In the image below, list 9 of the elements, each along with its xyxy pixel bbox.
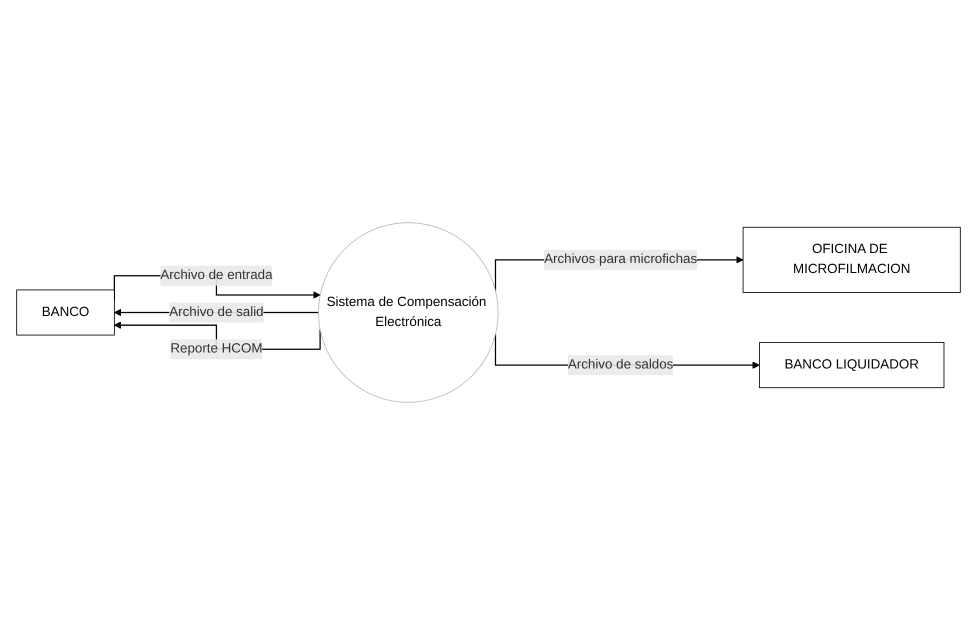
node-box: OFICINA DE MICROFILMACION: [742, 226, 961, 293]
node-box: BANCO: [16, 290, 115, 336]
node-box: BANCO LIQUIDADOR: [758, 342, 944, 388]
edge-label: Archivo de saldos: [568, 358, 674, 372]
edge-label: Reporte HCOM: [170, 342, 262, 356]
edge-label: Archivo de entrada: [160, 268, 273, 282]
node-circle: Sistema de Compensación Electrónica: [318, 222, 499, 403]
edge-label: Archivos para microfichas: [544, 252, 698, 267]
edge-label: Archivo de salid: [169, 304, 264, 320]
